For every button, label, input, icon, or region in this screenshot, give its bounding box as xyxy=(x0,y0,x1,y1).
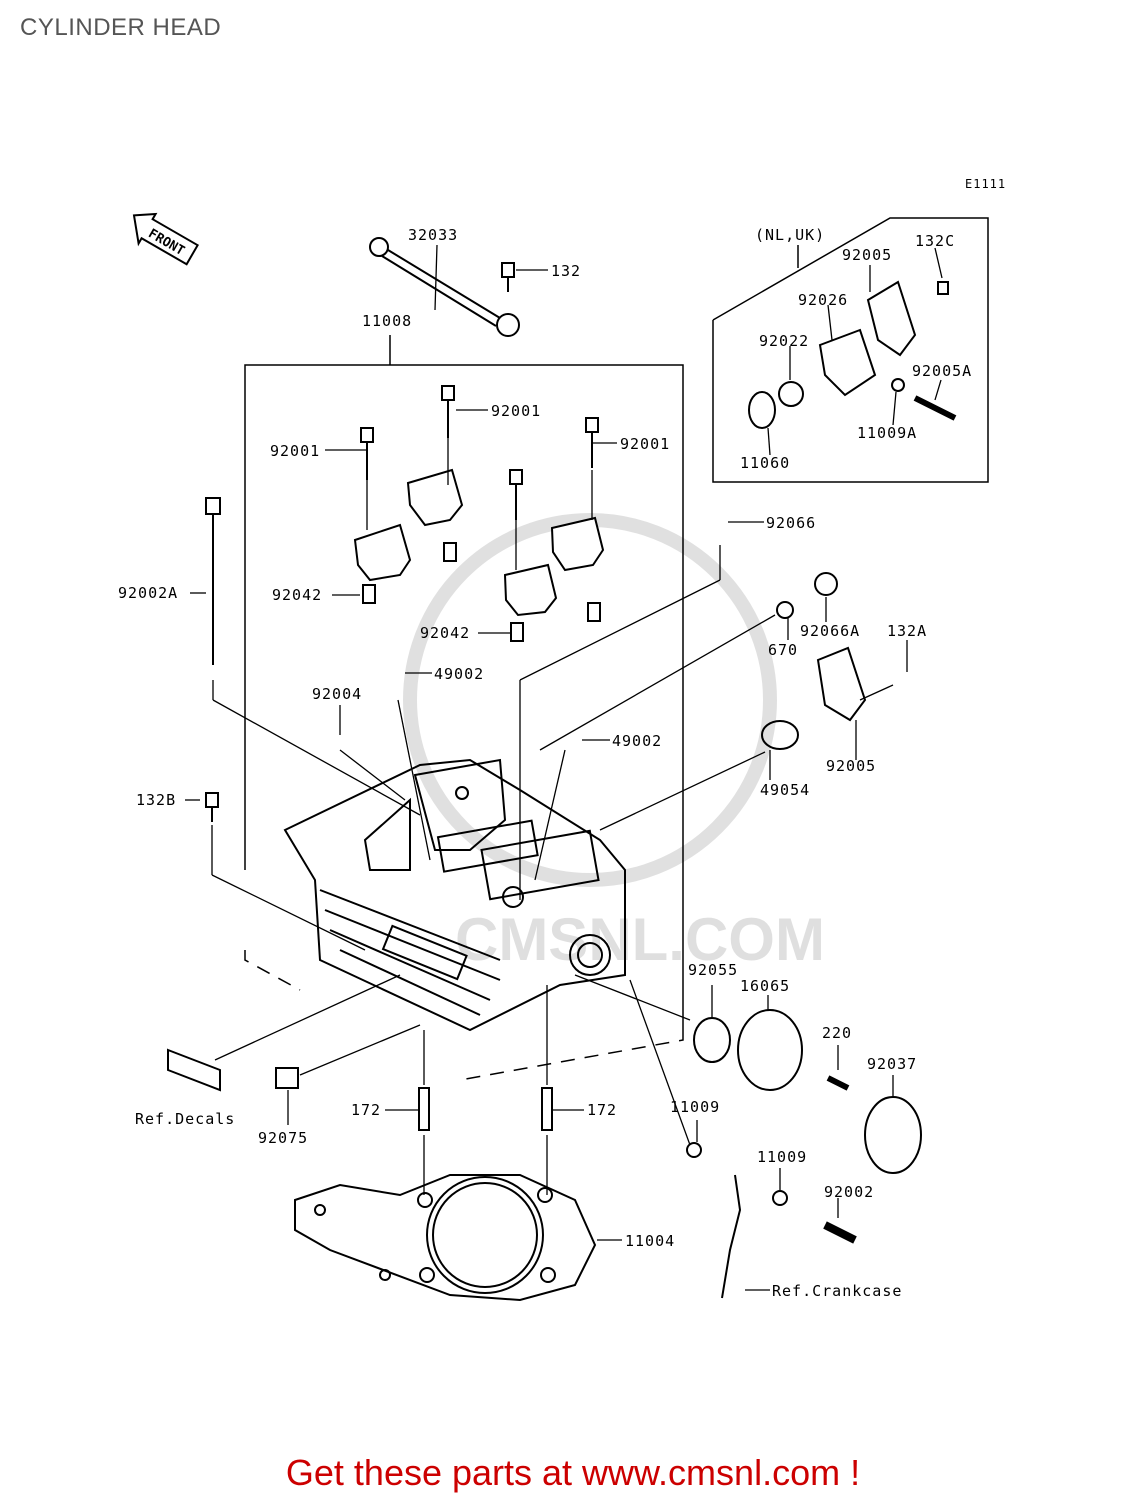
label-92022: 92022 xyxy=(759,332,809,350)
label-92001-middle: 92001 xyxy=(491,402,541,420)
part-labels: 32033 132 11008 92001 92001 92001 92066 … xyxy=(118,226,972,1300)
label-92004: 92004 xyxy=(312,685,362,703)
label-92005A: 92005A xyxy=(912,362,972,380)
label-172-left: 172 xyxy=(351,1101,381,1119)
label-92037: 92037 xyxy=(867,1055,917,1073)
label-132C: 132C xyxy=(915,232,955,250)
label-92005-inset: 92005 xyxy=(842,246,892,264)
label-49002-upper: 49002 xyxy=(434,665,484,683)
label-92005-lower: 92005 xyxy=(826,757,876,775)
label-92066: 92066 xyxy=(766,514,816,532)
label-92075: 92075 xyxy=(258,1129,308,1147)
label-132B: 132B xyxy=(136,791,176,809)
front-arrow-icon: FRONT xyxy=(132,212,199,266)
label-92066A: 92066A xyxy=(800,622,860,640)
label-92026: 92026 xyxy=(798,291,848,309)
head-gasket-11004 xyxy=(294,1174,597,1302)
label-11060: 11060 xyxy=(740,454,790,472)
diagram-code: E1111 xyxy=(965,177,1006,191)
label-132A: 132A xyxy=(887,622,927,640)
label-ref-decals: Ref.Decals xyxy=(135,1110,235,1128)
water-outlet-inset xyxy=(748,280,957,429)
label-92055: 92055 xyxy=(688,961,738,979)
label-92001-right: 92001 xyxy=(620,435,670,453)
label-11009-lower: 11009 xyxy=(757,1148,807,1166)
decal-and-clip xyxy=(167,1048,299,1092)
label-92002: 92002 xyxy=(824,1183,874,1201)
assembly-bracket-11008 xyxy=(244,335,684,1081)
label-16065: 16065 xyxy=(740,977,790,995)
label-ref-crankcase: Ref.Crankcase xyxy=(772,1282,902,1300)
label-49054: 49054 xyxy=(760,781,810,799)
label-11009A: 11009A xyxy=(857,424,917,442)
label-92042-center: 92042 xyxy=(420,624,470,642)
watermark-text: CMSNL.COM xyxy=(455,906,825,973)
label-11008: 11008 xyxy=(362,312,412,330)
chain-guide-32033 xyxy=(369,237,520,337)
label-11004: 11004 xyxy=(625,1232,675,1250)
label-92001-left: 92001 xyxy=(270,442,320,460)
footer-promo-link[interactable]: Get these parts at www.cmsnl.com ! xyxy=(285,1452,861,1493)
label-172-right: 172 xyxy=(587,1101,617,1119)
label-220: 220 xyxy=(822,1024,852,1042)
cylinder-head-body xyxy=(283,758,626,1032)
leader-lines xyxy=(185,244,943,1291)
label-132: 132 xyxy=(551,262,581,280)
label-670: 670 xyxy=(768,641,798,659)
page-title: CYLINDER HEAD xyxy=(20,14,222,41)
dowel-pins xyxy=(362,542,601,1131)
label-92002A: 92002A xyxy=(118,584,178,602)
variant-inset-bracket xyxy=(712,217,989,483)
label-32033: 32033 xyxy=(408,226,458,244)
camshaft-caps xyxy=(353,468,605,617)
variant-label: (NL,UK) xyxy=(755,226,825,244)
label-92042-left: 92042 xyxy=(272,586,322,604)
label-49002-lower: 49002 xyxy=(612,732,662,750)
label-11009-upper: 11009 xyxy=(670,1098,720,1116)
